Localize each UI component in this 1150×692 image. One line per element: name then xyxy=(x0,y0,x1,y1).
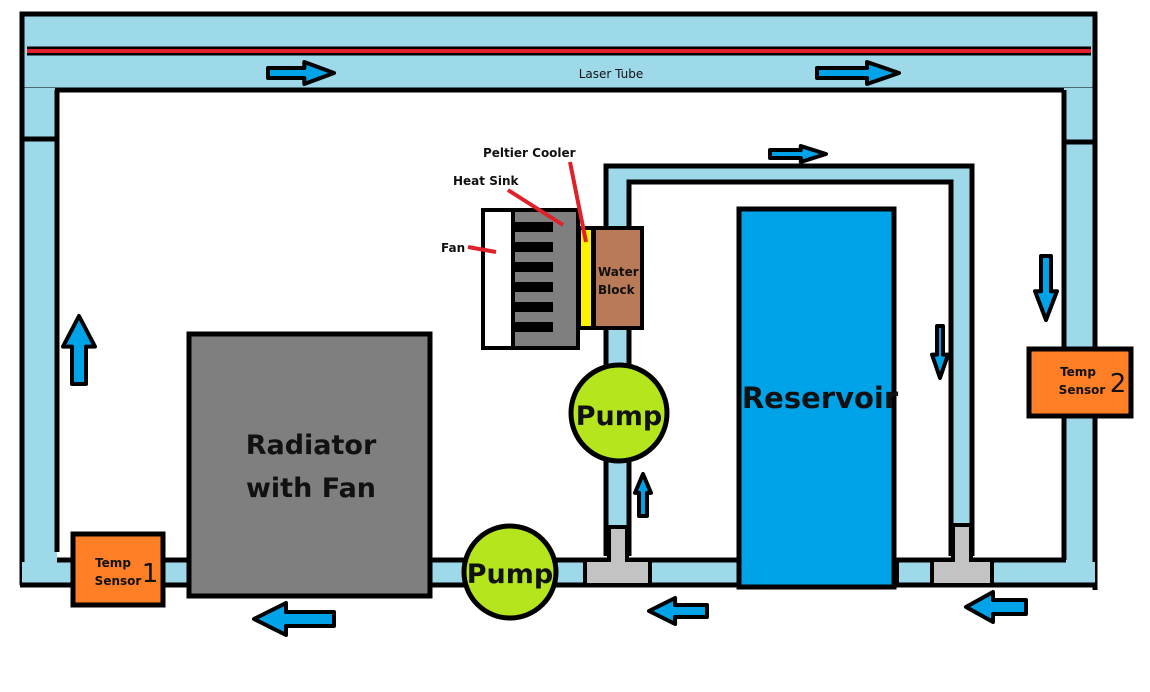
reservoir: Reservoir xyxy=(736,206,899,590)
radiator-label-line1: Radiator xyxy=(246,430,377,461)
water-block-label-line1: Water xyxy=(598,265,639,279)
flow-arrow-right-icon xyxy=(815,60,901,86)
pump-lower-label: Pump xyxy=(467,559,553,590)
heat-sink-pointer xyxy=(506,188,565,227)
flow-arrow-left-icon xyxy=(252,601,336,637)
pump-upper: Pump xyxy=(568,362,670,464)
tee-fitting-left xyxy=(583,525,652,587)
flow-arrow-right-icon xyxy=(768,144,828,164)
reservoir-label: Reservoir xyxy=(742,381,899,415)
flow-arrows xyxy=(61,60,1059,637)
flow-arrow-down-icon xyxy=(1033,254,1059,322)
tee-fitting-right xyxy=(930,523,994,587)
pump-lower: Pump xyxy=(461,523,559,621)
water-block xyxy=(592,226,644,330)
radiator-with-fan: Radiator with Fan xyxy=(186,331,433,599)
flow-arrow-up-icon xyxy=(633,472,653,518)
laser-tube-label: Laser Tube xyxy=(579,67,644,81)
temp-sensor-1-label-line2: Sensor xyxy=(95,574,142,588)
flow-arrow-down-icon xyxy=(930,324,950,380)
flow-arrow-left-icon xyxy=(964,590,1028,624)
fan xyxy=(481,208,515,350)
radiator-label-line2: with Fan xyxy=(246,473,376,504)
fan-pointer xyxy=(467,245,497,254)
peltier-cooler-label: Peltier Cooler xyxy=(483,146,576,160)
temp-sensor-2-label-line2: Sensor xyxy=(1059,383,1106,397)
pump-upper-label: Pump xyxy=(576,401,662,432)
temp-sensor-1: Temp Sensor 1 xyxy=(70,531,166,608)
left-pipe xyxy=(22,88,57,585)
peltier-pointer xyxy=(568,161,588,243)
flow-arrow-right-icon xyxy=(266,60,336,86)
heat-sink-fins xyxy=(515,222,553,332)
temp-sensor-1-number: 1 xyxy=(142,559,159,589)
temp-sensor-2: Temp Sensor 2 xyxy=(1026,346,1134,419)
peltier-cooler xyxy=(577,226,595,330)
temp-sensor-2-label-line1: Temp xyxy=(1060,365,1096,379)
flow-arrow-up-icon xyxy=(61,314,97,386)
fan-label: Fan xyxy=(441,241,465,255)
peltier-assembly: Water Block xyxy=(481,208,644,350)
water-block-label-line2: Block xyxy=(598,283,636,297)
right-pipe xyxy=(1064,88,1095,585)
heat-sink-label: Heat Sink xyxy=(453,174,519,188)
temp-sensor-1-label-line1: Temp xyxy=(95,556,131,570)
flow-arrow-left-icon xyxy=(647,596,709,626)
temp-sensor-2-number: 2 xyxy=(1110,369,1127,399)
